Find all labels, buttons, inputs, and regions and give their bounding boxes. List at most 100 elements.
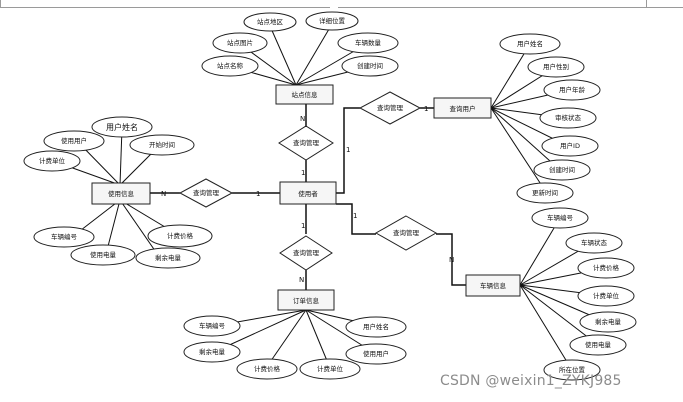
- attr-vehicle-location-label: 所在位置: [559, 365, 586, 374]
- attr-query-created-label: 创建时间: [549, 165, 575, 174]
- relation-site: 查询管理: [278, 125, 334, 161]
- attr-user-user-label: 使用用户: [61, 136, 87, 145]
- attr-query-age-label: 用户年龄: [559, 85, 586, 94]
- attr-user-vehicle-no-label: 车辆编号: [51, 232, 78, 241]
- entity-order-info: 订单信息: [277, 289, 335, 311]
- attr-vehicle-power-used-label: 使用电量: [585, 340, 612, 349]
- page-frame-top-right: [338, 7, 683, 8]
- attr-order-power-left-label: 剩余电量: [199, 347, 226, 356]
- attr-site-created: 创建时间: [341, 55, 399, 77]
- relation-vehicle-label: 查询管理: [393, 228, 420, 237]
- attr-query-updated-label: 更新时间: [532, 188, 558, 197]
- attr-order-power-left: 剩余电量: [183, 341, 241, 363]
- relation-query-label: 查询管理: [377, 103, 404, 112]
- attr-vehicle-status: 车辆状态: [565, 232, 623, 254]
- attr-query-id: 用户ID: [541, 135, 599, 157]
- attr-vehicle-location: 所在位置: [543, 359, 601, 381]
- page-frame-mark: [646, 0, 647, 7]
- attr-user-billing-price: 计费价格: [147, 224, 213, 248]
- relation-order-label: 查询管理: [293, 248, 320, 257]
- card-query-left: 1: [346, 146, 350, 154]
- relation-query: 查询管理: [358, 91, 422, 125]
- attr-order-billing-unit: 计费单位: [299, 358, 361, 380]
- attr-user-power-used-label: 使用电量: [90, 250, 117, 259]
- attr-order-user-label: 使用用户: [363, 349, 389, 358]
- attr-query-review: 审核状态: [539, 107, 597, 129]
- entity-site-info-label: 站点信息: [292, 90, 319, 99]
- attr-query-updated: 更新时间: [516, 182, 574, 204]
- entity-query-user: 查询用户: [433, 97, 492, 119]
- attr-vehicle-unit: 计费单位: [577, 285, 635, 307]
- relation-site-label: 查询管理: [293, 138, 320, 147]
- entity-vehicle-info: 车辆信息: [465, 274, 521, 297]
- attr-user-start-time: 开始时间: [129, 134, 195, 156]
- entity-user-info: 使用信息: [91, 182, 151, 205]
- attr-vehicle-no-label: 车辆编号: [547, 213, 574, 222]
- attr-order-user-name: 用户姓名: [345, 316, 407, 338]
- attr-user-start-time-label: 开始时间: [149, 140, 175, 149]
- attr-vehicle-price: 计费价格: [577, 257, 635, 279]
- entity-user-info-label: 使用信息: [108, 189, 135, 198]
- attr-query-name-label: 用户姓名: [517, 39, 543, 48]
- attr-order-billing-price: 计费价格: [236, 358, 298, 380]
- attr-vehicle-power-left-label: 剩余电量: [595, 317, 622, 326]
- attr-order-user-name-label: 用户姓名: [363, 322, 389, 331]
- relation-user-label: 查询管理: [193, 188, 220, 197]
- attr-site-name-label: 站点名称: [217, 61, 244, 70]
- attr-site-region: 站点地区: [243, 12, 297, 32]
- attr-user-name: 用户姓名: [91, 116, 153, 138]
- card-vehicle-bottom: N: [449, 256, 454, 264]
- attr-vehicle-price-label: 计费价格: [593, 263, 620, 272]
- attr-user-user: 使用用户: [43, 130, 105, 152]
- attr-site-image: 站点图片: [212, 32, 268, 54]
- attr-user-billing-unit-label: 计费单位: [39, 156, 66, 165]
- attr-order-user: 使用用户: [345, 343, 407, 365]
- entity-site-info: 站点信息: [275, 84, 334, 105]
- attr-query-age: 用户年龄: [543, 79, 601, 101]
- watermark: CSDN @weixin1_ZYKJ985: [440, 373, 622, 389]
- attr-vehicle-power-used: 使用电量: [569, 334, 627, 356]
- attr-site-vehicle-count-label: 车辆数量: [355, 38, 382, 47]
- attr-site-address-label: 详细位置: [319, 16, 346, 25]
- card-query-right: 1: [424, 105, 428, 113]
- relation-user: 查询管理: [178, 178, 234, 208]
- attr-query-gender: 用户性别: [527, 56, 585, 78]
- entity-admin-label: 使用者: [298, 189, 318, 198]
- entity-query-user-label: 查询用户: [450, 104, 476, 113]
- entity-vehicle-info-label: 车辆信息: [480, 281, 507, 290]
- attr-order-vehicle-no-label: 车辆编号: [199, 321, 226, 330]
- attr-vehicle-power-left: 剩余电量: [579, 311, 637, 333]
- attr-query-created: 创建时间: [533, 159, 591, 181]
- card-vehicle-top: 1: [353, 212, 357, 220]
- attr-order-vehicle-no: 车辆编号: [183, 315, 241, 337]
- card-site-top: N: [300, 115, 305, 123]
- card-order-bottom: N: [299, 276, 304, 284]
- entity-order-info-label: 订单信息: [293, 296, 320, 305]
- card-user-left: N: [161, 190, 166, 198]
- attr-vehicle-no: 车辆编号: [531, 207, 589, 229]
- attr-site-address: 详细位置: [305, 11, 359, 31]
- attr-user-power-used: 使用电量: [70, 244, 136, 266]
- attr-site-region-label: 站点地区: [257, 17, 284, 26]
- attr-user-vehicle-no: 车辆编号: [33, 226, 95, 248]
- attr-vehicle-unit-label: 计费单位: [593, 291, 620, 300]
- attr-user-name-label: 用户姓名: [106, 122, 138, 132]
- card-site-bottom: 1: [301, 169, 305, 177]
- attr-query-id-label: 用户ID: [560, 141, 580, 150]
- attr-site-vehicle-count: 车辆数量: [337, 32, 399, 54]
- attr-order-billing-price-label: 计费价格: [254, 364, 281, 373]
- attr-user-billing-unit: 计费单位: [23, 150, 81, 172]
- page-frame-left: [0, 0, 1, 7]
- attr-order-billing-unit-label: 计费单位: [317, 364, 344, 373]
- attr-query-gender-label: 用户性别: [543, 62, 569, 71]
- relation-vehicle: 查询管理: [374, 215, 438, 251]
- attr-site-image-label: 站点图片: [227, 38, 253, 47]
- attr-user-power-left: 剩余电量: [135, 247, 201, 269]
- attr-vehicle-status-label: 车辆状态: [581, 238, 608, 247]
- card-order-top: 1: [301, 222, 305, 230]
- card-user-right: 1: [256, 190, 260, 198]
- relation-order: 查询管理: [279, 235, 333, 271]
- entity-admin: 使用者: [279, 181, 337, 205]
- attr-query-review-label: 审核状态: [555, 113, 582, 122]
